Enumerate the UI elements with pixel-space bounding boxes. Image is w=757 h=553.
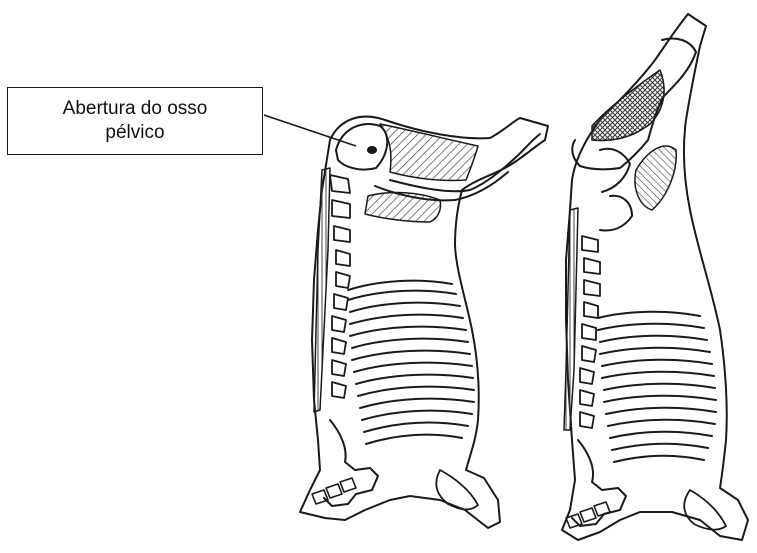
muscle-hatch-lower — [365, 193, 441, 222]
ribs-right — [598, 312, 716, 462]
spine-strip — [314, 168, 330, 412]
carcass-left — [300, 117, 548, 528]
ribs-left — [348, 281, 474, 444]
sternum — [324, 420, 378, 506]
pelvic-hole — [367, 146, 377, 154]
callout-label: Abertura do osso pélvico — [63, 97, 208, 145]
pelvic-opening — [336, 124, 387, 169]
muscle-hatch-right — [635, 146, 676, 210]
muscle-crosshatch — [592, 70, 664, 140]
callout-box: Abertura do osso pélvico — [7, 87, 263, 155]
callout-leader-line — [264, 115, 356, 146]
carcass-right — [562, 14, 748, 540]
